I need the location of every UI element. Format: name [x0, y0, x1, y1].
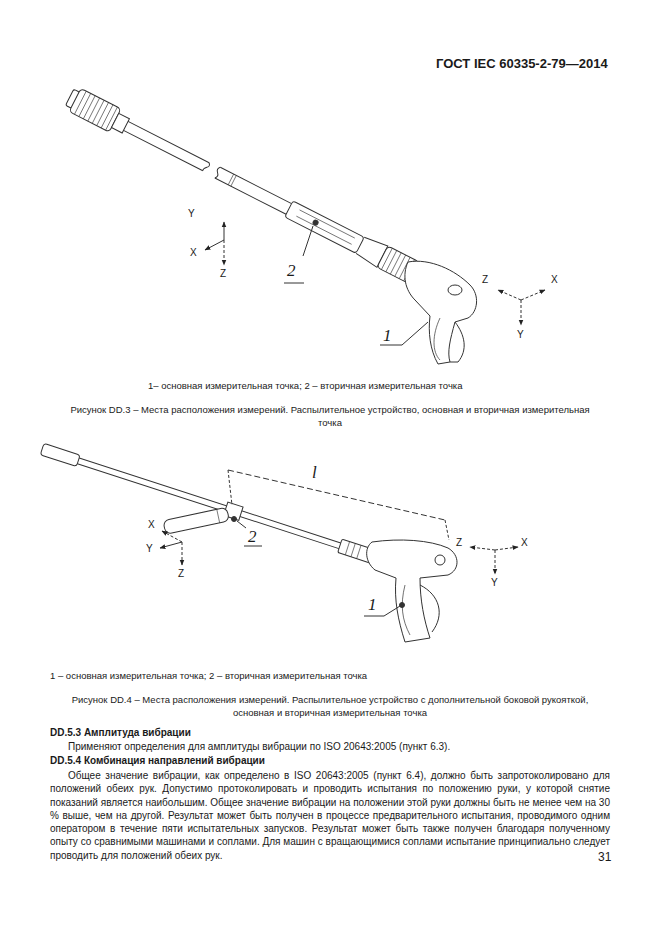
figure-caption: Рисунок DD.3 – Места расположения измере…: [60, 404, 600, 430]
spray-gun-dd4: [40, 442, 518, 642]
axis-label: X: [148, 519, 155, 532]
figure-caption: Рисунок DD.4 – Места расположения измере…: [50, 694, 610, 720]
axis-label: Y: [146, 543, 153, 556]
axis-label: Y: [491, 577, 498, 590]
axis-label: Y: [188, 208, 195, 221]
callout-number: 1: [383, 325, 392, 346]
spray-gun-dd3: [64, 86, 545, 364]
figure-key: 1– основная измерительная точка; 2 – вто…: [148, 380, 462, 392]
axis-label: Z: [178, 568, 184, 581]
axis-label: X: [551, 274, 558, 287]
page-number: 31: [598, 850, 611, 865]
axis-label: Z: [482, 274, 488, 287]
axis-label: Z: [456, 537, 462, 550]
axis-label: X: [521, 537, 528, 550]
callout-number: 1: [368, 594, 377, 615]
dimension-label: l: [312, 462, 317, 483]
axis-label: Y: [517, 329, 524, 342]
axis-label: Z: [220, 268, 226, 281]
body-text: Применяют определения для амплитуды вибр…: [68, 741, 450, 754]
section-heading: DD.5.3 Амплитуда вибрации: [50, 727, 191, 740]
figure-key: 1 – основная измерительная точка; 2 – вт…: [50, 670, 367, 682]
section-heading: DD.5.4 Комбинация направлений вибрации: [50, 755, 265, 768]
body-paragraph: Общее значение вибрации, как определено …: [50, 769, 610, 862]
callout-number: 2: [248, 526, 257, 547]
page-header: ГОСТ IEC 60335-2-79—2014: [436, 56, 608, 72]
axis-label: X: [190, 247, 197, 260]
callout-number: 2: [287, 260, 296, 281]
